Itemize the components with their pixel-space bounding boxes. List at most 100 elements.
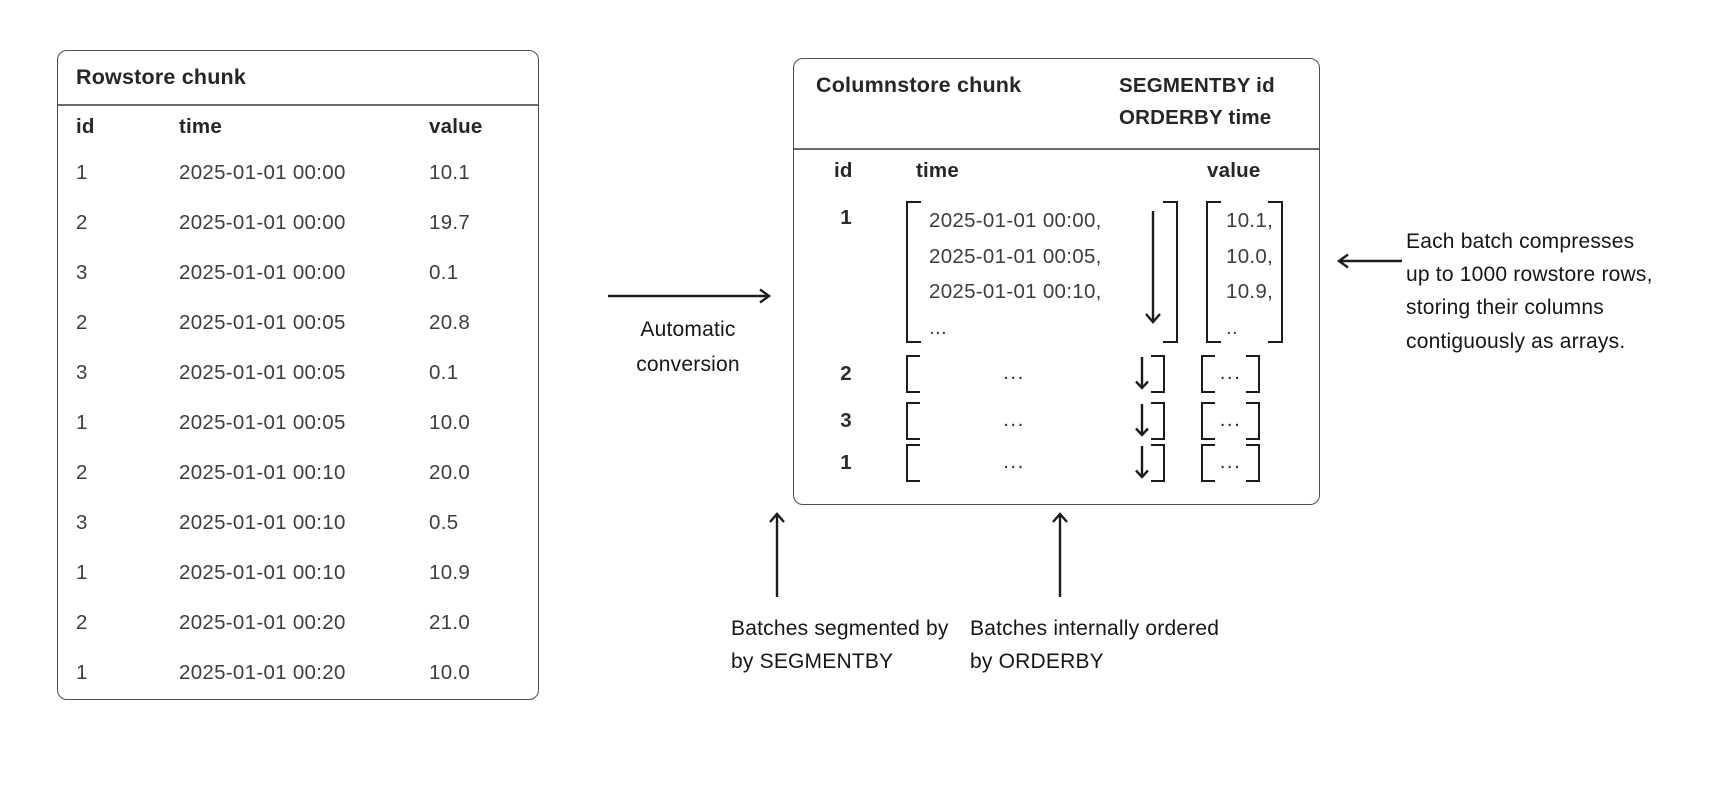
cell-time: 2025-01-01 00:00 bbox=[179, 261, 346, 284]
cell-time: 2025-01-01 00:05 bbox=[179, 311, 346, 334]
compression-annotation-line3: storing their columns bbox=[1406, 296, 1604, 320]
collapsed-batch-row: 1 ... ... bbox=[794, 444, 1321, 482]
segmentby-annotation-line2: by SEGMENTBY bbox=[731, 650, 894, 674]
time-array-item: ... bbox=[929, 315, 947, 339]
orderby-setting: ORDERBY time bbox=[1119, 106, 1272, 129]
table-row: 3 2025-01-01 00:00 0.1 bbox=[58, 248, 538, 298]
cell-id: 2 bbox=[76, 211, 88, 234]
open-bracket-icon bbox=[1206, 201, 1221, 343]
cell-value: 20.8 bbox=[429, 311, 471, 334]
cell-time: 2025-01-01 00:10 bbox=[179, 511, 346, 534]
table-row: 1 2025-01-01 00:00 10.1 bbox=[58, 148, 538, 198]
open-bracket-icon bbox=[906, 444, 920, 482]
batch-time-array: 2025-01-01 00:00, 2025-01-01 00:05, 2025… bbox=[929, 203, 1102, 345]
batch-id: 2 bbox=[840, 362, 852, 385]
table-row: 3 2025-01-01 00:05 0.1 bbox=[58, 348, 538, 398]
columnstore-title: Columnstore chunk bbox=[816, 73, 1022, 97]
rowstore-col-value: value bbox=[429, 115, 483, 138]
table-row: 2 2025-01-01 00:20 21.0 bbox=[58, 598, 538, 648]
cell-id: 1 bbox=[76, 161, 88, 184]
rowstore-header-row: id time value bbox=[58, 106, 538, 148]
value-ellipsis: ... bbox=[1219, 361, 1242, 384]
orderby-annotation: Batches internally ordered by ORDERBY bbox=[970, 612, 1219, 678]
rowstore-panel: Rowstore chunk id time value 1 2025-01-0… bbox=[57, 50, 539, 700]
columnstore-header: Columnstore chunk SEGMENTBY id ORDERBY t… bbox=[794, 59, 1319, 150]
cell-value: 20.0 bbox=[429, 461, 471, 484]
rowstore-title: Rowstore chunk bbox=[58, 51, 538, 106]
time-array-item: 2025-01-01 00:10, bbox=[929, 280, 1102, 303]
orderby-down-arrow-icon bbox=[1135, 357, 1149, 390]
value-array-item: 10.0, bbox=[1226, 244, 1274, 268]
cell-time: 2025-01-01 00:00 bbox=[179, 161, 346, 184]
close-bracket-icon bbox=[1151, 402, 1165, 440]
columnstore-settings: SEGMENTBY id ORDERBY time bbox=[1119, 70, 1275, 134]
value-array-item: .. bbox=[1226, 315, 1238, 339]
open-bracket-icon bbox=[1201, 355, 1215, 393]
table-row: 2 2025-01-01 00:00 19.7 bbox=[58, 198, 538, 248]
columnstore-panel: Columnstore chunk SEGMENTBY id ORDERBY t… bbox=[793, 58, 1320, 505]
cell-value: 0.1 bbox=[429, 261, 459, 284]
cell-value: 0.5 bbox=[429, 511, 459, 534]
close-bracket-icon bbox=[1246, 402, 1260, 440]
time-ellipsis: ... bbox=[1003, 408, 1025, 431]
time-array-item: 2025-01-01 00:05, bbox=[929, 244, 1102, 268]
value-array-item: 10.9, bbox=[1226, 280, 1274, 303]
table-row: 3 2025-01-01 00:10 0.5 bbox=[58, 498, 538, 548]
segmentby-annotation: Batches segmented by by SEGMENTBY bbox=[731, 612, 949, 678]
close-bracket-icon bbox=[1151, 444, 1165, 482]
batch-id: 1 bbox=[840, 451, 852, 474]
conversion-label-line2: conversion bbox=[636, 353, 740, 376]
close-bracket-icon bbox=[1268, 201, 1283, 343]
rowstore-col-id: id bbox=[76, 115, 95, 138]
cell-value: 10.0 bbox=[429, 661, 471, 684]
cell-id: 1 bbox=[76, 661, 88, 684]
table-row: 1 2025-01-01 00:10 10.9 bbox=[58, 548, 538, 598]
cell-id: 3 bbox=[76, 361, 88, 384]
segmentby-setting: SEGMENTBY id bbox=[1119, 74, 1275, 97]
cell-time: 2025-01-01 00:05 bbox=[179, 361, 346, 384]
rowstore-col-time: time bbox=[179, 115, 222, 138]
cell-id: 1 bbox=[76, 561, 88, 584]
value-ellipsis: ... bbox=[1219, 408, 1242, 431]
columnstore-col-id: id bbox=[834, 159, 853, 182]
time-ellipsis: ... bbox=[1003, 450, 1025, 473]
time-ellipsis: ... bbox=[1003, 361, 1025, 384]
cell-value: 0.1 bbox=[429, 361, 459, 384]
orderby-pointer-up-arrow-icon bbox=[1052, 512, 1068, 597]
open-bracket-icon bbox=[906, 402, 920, 440]
batch-value-array: 10.1, 10.0, 10.9, .. bbox=[1226, 203, 1273, 345]
cell-time: 2025-01-01 00:05 bbox=[179, 411, 346, 434]
cell-value: 21.0 bbox=[429, 611, 471, 634]
close-bracket-icon bbox=[1246, 444, 1260, 482]
cell-id: 3 bbox=[76, 261, 88, 284]
batch-id: 1 bbox=[840, 206, 852, 229]
orderby-annotation-line2: by ORDERBY bbox=[970, 650, 1104, 674]
orderby-down-arrow-icon bbox=[1135, 404, 1149, 437]
cell-time: 2025-01-01 00:20 bbox=[179, 611, 346, 634]
cell-id: 3 bbox=[76, 511, 88, 534]
table-row: 2 2025-01-01 00:10 20.0 bbox=[58, 448, 538, 498]
open-bracket-icon bbox=[1201, 444, 1215, 482]
table-row: 1 2025-01-01 00:20 10.0 bbox=[58, 648, 538, 698]
cell-id: 2 bbox=[76, 461, 88, 484]
table-row: 2 2025-01-01 00:05 20.8 bbox=[58, 298, 538, 348]
cell-time: 2025-01-01 00:10 bbox=[179, 461, 346, 484]
open-bracket-icon bbox=[1201, 402, 1215, 440]
cell-value: 10.9 bbox=[429, 561, 471, 584]
close-bracket-icon bbox=[1151, 355, 1165, 393]
segmentby-annotation-line1: Batches segmented by bbox=[731, 617, 949, 640]
cell-time: 2025-01-01 00:00 bbox=[179, 211, 346, 234]
cell-time: 2025-01-01 00:20 bbox=[179, 661, 346, 684]
time-array-item: 2025-01-01 00:00, bbox=[929, 209, 1102, 232]
cell-value: 10.0 bbox=[429, 411, 471, 434]
compression-annotation: Each batch compresses up to 1000 rowstor… bbox=[1406, 225, 1711, 358]
conversion-right-arrow-icon bbox=[608, 288, 772, 304]
compression-annotation-line4: contiguously as arrays. bbox=[1406, 329, 1626, 353]
compression-note-left-arrow-icon bbox=[1336, 253, 1402, 269]
conversion-label: Automatic conversion bbox=[598, 312, 778, 382]
segmentby-pointer-up-arrow-icon bbox=[769, 512, 785, 597]
compression-annotation-line1: Each batch compresses bbox=[1406, 230, 1635, 253]
close-bracket-icon bbox=[1163, 201, 1178, 343]
open-bracket-icon bbox=[906, 201, 921, 343]
